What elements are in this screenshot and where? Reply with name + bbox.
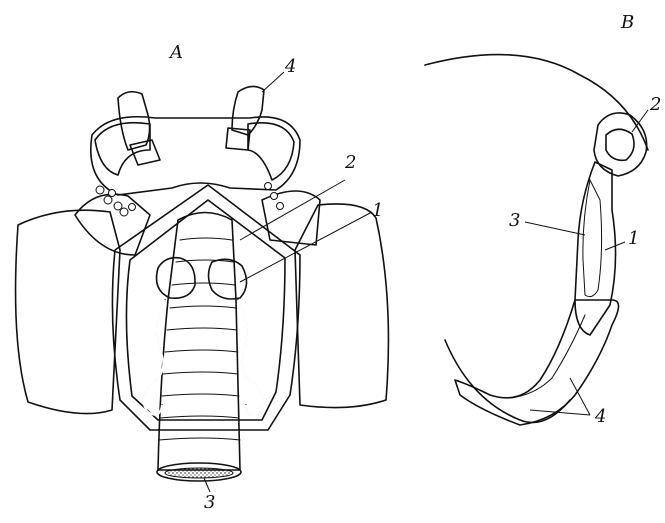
right-lateral-mass bbox=[295, 204, 388, 408]
panel-a-callout-1: 1 bbox=[372, 202, 383, 220]
panel-a-callout-2: 2 bbox=[345, 154, 356, 172]
panel-b-callout-2: 2 bbox=[650, 96, 661, 114]
tube-inner bbox=[583, 180, 602, 297]
chest-flap-inner bbox=[126, 200, 285, 420]
panel-b-drawing bbox=[425, 55, 648, 425]
panel-b-callout-4: 4 bbox=[595, 408, 606, 426]
right-vessel-inner bbox=[238, 300, 263, 415]
trachea-rings bbox=[159, 238, 240, 440]
right-gland-lobe bbox=[209, 259, 247, 299]
left-lateral-mass bbox=[16, 210, 120, 413]
lower-limb bbox=[455, 300, 619, 425]
embryo-outline-arc bbox=[425, 55, 648, 150]
panel-b-callout-1: 1 bbox=[628, 230, 639, 248]
panel-a-callout-3: 3 bbox=[204, 494, 215, 512]
panel-b-label: B bbox=[621, 14, 634, 32]
left-vessel-inner bbox=[143, 300, 165, 415]
trachea bbox=[158, 213, 240, 471]
leader-a1 bbox=[240, 212, 372, 282]
trachea-lumen bbox=[165, 468, 233, 478]
panel-a-callout-4: 4 bbox=[285, 58, 296, 76]
panel-a-label: A bbox=[170, 44, 183, 62]
head-inner bbox=[606, 129, 634, 160]
leader-a4 bbox=[262, 72, 284, 92]
upper-arch-stipple-right bbox=[248, 123, 294, 180]
panel-b-callout-3: 3 bbox=[509, 212, 520, 230]
embryo-lower-arc bbox=[445, 340, 570, 423]
left-gland-lobe bbox=[157, 258, 196, 299]
panel-a-drawing bbox=[16, 72, 389, 492]
leader-b3 bbox=[525, 222, 585, 235]
